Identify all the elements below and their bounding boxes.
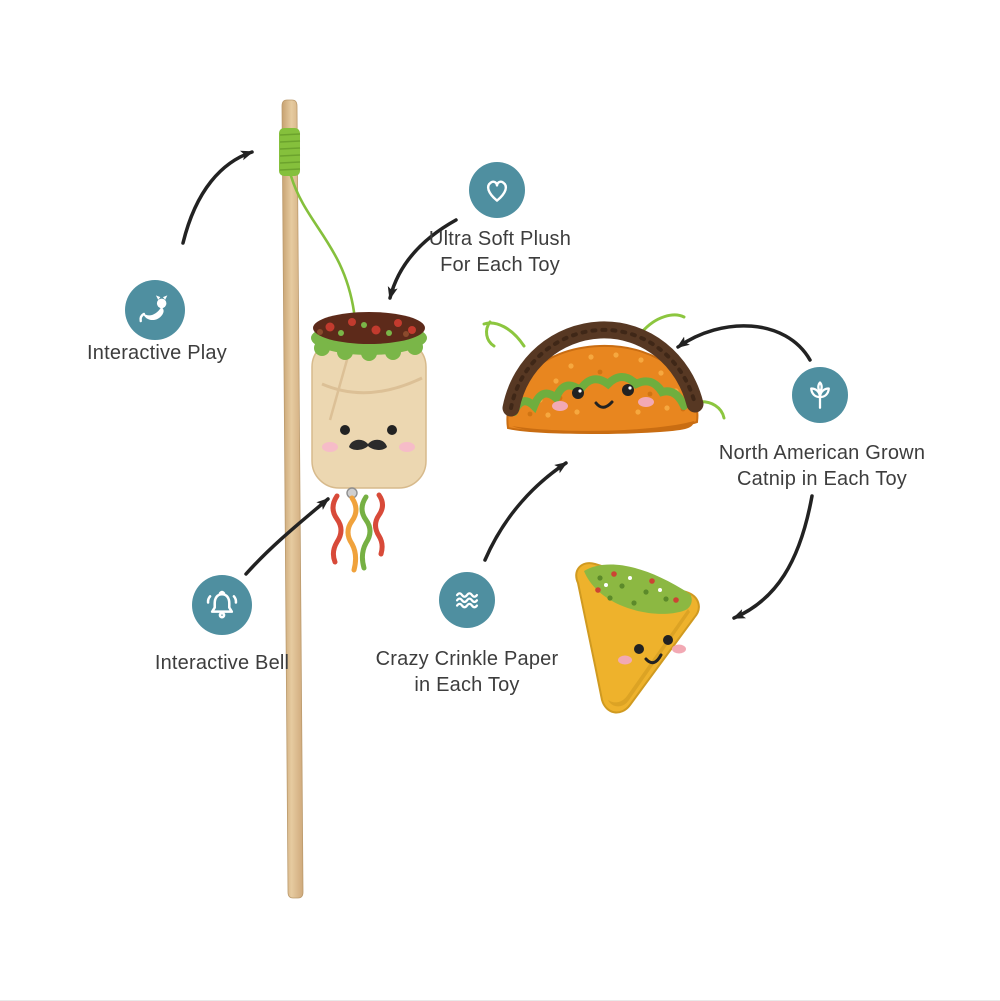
burrito-face xyxy=(322,425,415,452)
arrow-crinkle-to-taco xyxy=(483,461,568,562)
taco-plush xyxy=(482,313,726,434)
interactive-bell-label: Interactive Bell xyxy=(154,652,290,674)
heart-icon xyxy=(486,180,508,202)
catnip-plant-icon xyxy=(810,381,830,409)
interactive-play-label: Interactive Play xyxy=(87,342,227,364)
arrow-bell-to-burrito xyxy=(244,497,330,576)
crinkle-paper-label: Crazy Crinkle Paper in Each Toy xyxy=(375,648,559,696)
tortilla-chip-plush xyxy=(575,562,700,714)
wand-string xyxy=(289,174,356,314)
ultra-soft-plush-label: Ultra Soft Plush For Each Toy xyxy=(428,228,572,276)
arrow-plush-to-burrito xyxy=(387,218,458,300)
cat-play-icon xyxy=(139,295,168,323)
arrow-catnip-to-taco xyxy=(676,324,812,362)
chip-face xyxy=(618,635,686,665)
annotation-arrows xyxy=(181,150,814,620)
interactive-bell-badge xyxy=(192,575,252,635)
interactive-play-badge xyxy=(125,280,185,340)
catnip-label: North American Grown Catnip in Each Toy xyxy=(718,442,926,490)
ultra-soft-plush-badge xyxy=(469,162,525,218)
wand-string-wrap xyxy=(279,128,301,176)
crinkle-ribbons xyxy=(330,492,385,573)
arrow-catnip-to-chip xyxy=(732,494,814,620)
arrow-play-to-wand xyxy=(181,150,254,245)
crinkle-paper-badge xyxy=(439,572,495,628)
crinkle-waves-icon xyxy=(455,592,479,609)
burrito-plush xyxy=(311,312,427,573)
wand-stick xyxy=(279,99,356,899)
taco-face xyxy=(552,384,654,411)
bell-icon xyxy=(206,590,238,619)
catnip-badge xyxy=(792,367,848,423)
